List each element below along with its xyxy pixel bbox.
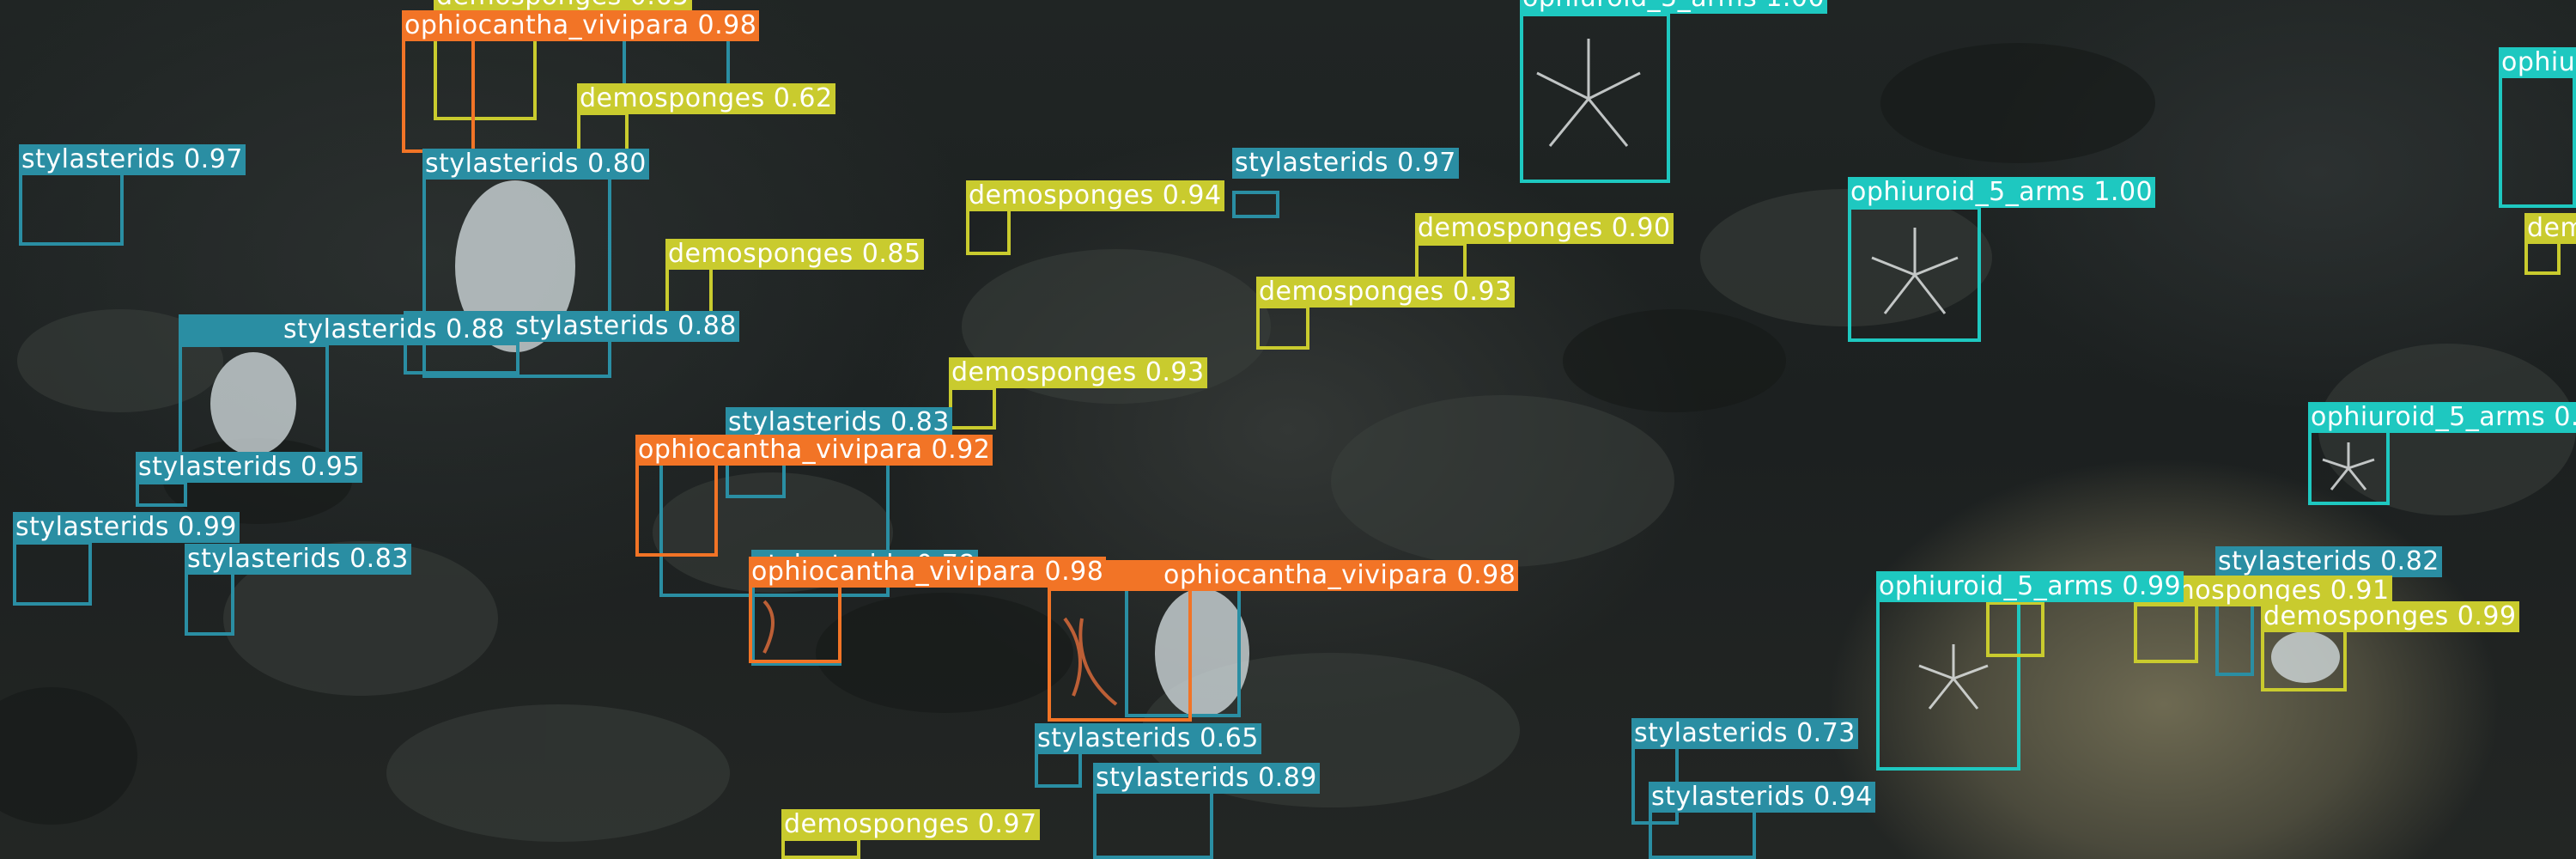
- detection-label: stylasterids 0.83: [726, 407, 952, 438]
- detection-box: [1232, 191, 1279, 218]
- detection-label: stylasterids 0.65: [1035, 723, 1261, 754]
- detection-box: [1256, 305, 1309, 350]
- detection-box: [1093, 789, 1213, 859]
- detection-box: [1520, 13, 1670, 183]
- detection-box: [19, 172, 124, 246]
- detection-label: ophiuroid_5_arms 0.99: [1876, 571, 2184, 602]
- detection-label: stylasterids 0.80: [422, 149, 649, 180]
- detection-box: [2308, 430, 2390, 505]
- detection-box: [179, 344, 329, 468]
- detection-label: demosponges 0.94: [966, 180, 1224, 211]
- detection-label: ophiocantha_vivipara 0.98: [1048, 560, 1519, 591]
- detection-label: demosponges 0.85: [665, 239, 924, 270]
- detection-label: demosponges 0.65: [434, 0, 692, 12]
- detection-label: stylasterids 0.97: [19, 144, 246, 175]
- detection-label: demosponges 0.99: [2261, 601, 2519, 632]
- detection-label: ophiuroid_5_arms 0.99: [2499, 47, 2576, 78]
- detection-label: demosponges 0.93: [1256, 277, 1515, 308]
- detection-box: [749, 584, 841, 663]
- detection-label: demosponges 0.90: [1415, 213, 1674, 244]
- detection-box: [13, 541, 92, 606]
- detection-box: [2499, 73, 2576, 208]
- detection-box: [1649, 807, 1756, 859]
- detection-label: ophiocantha_vivipara 0.98: [402, 10, 760, 41]
- detection-box: [966, 208, 1011, 255]
- detection-box: [185, 571, 234, 636]
- detection-label: ophiuroid_5_arms 1.00: [1848, 177, 2156, 208]
- detection-label: stylasterids 0.99: [13, 512, 240, 543]
- detection-box: [1035, 749, 1082, 788]
- detection-label: stylasterids 0.73: [1631, 718, 1858, 749]
- detection-label: stylasterids 0.83: [185, 544, 411, 575]
- detection-box: [2261, 627, 2347, 691]
- detection-label: ophiocantha_vivipara 0.92: [635, 435, 993, 466]
- detection-label: ophiocantha_vivipara 0.98: [749, 557, 1107, 588]
- detection-label: ophiuroid_5_arms 0.99: [2308, 402, 2576, 433]
- detection-label: stylasterids 0.88: [179, 314, 507, 345]
- detection-box: [781, 838, 860, 859]
- detection-box: [2524, 241, 2561, 275]
- detection-box: [1986, 601, 2044, 657]
- detection-box: [1048, 584, 1192, 722]
- detection-label: demosponges 0.96: [2524, 213, 2576, 244]
- detection-label: stylasterids 0.95: [136, 452, 362, 483]
- detection-box: [665, 266, 713, 318]
- detection-label: demosponges 0.97: [781, 809, 1040, 840]
- detection-label: stylasterids 0.97: [1232, 148, 1459, 179]
- detection-box: [404, 342, 519, 375]
- detection-box: [949, 387, 996, 430]
- detection-box: [1415, 242, 1467, 281]
- detection-box: [1848, 206, 1981, 342]
- detection-label: stylasterids 0.89: [1093, 763, 1320, 794]
- detection-box: [635, 462, 718, 557]
- detection-box: [402, 34, 475, 153]
- detection-label: ophiuroid_5_arms 1.00: [1520, 0, 1828, 14]
- detection-label: stylasterids 0.94: [1649, 782, 1875, 813]
- detection-label: stylasterids 0.82: [2215, 546, 2442, 577]
- detection-box: [2134, 601, 2198, 663]
- detection-label: demosponges 0.62: [577, 83, 835, 114]
- detection-label: demosponges 0.93: [949, 357, 1207, 388]
- detection-box: [136, 481, 187, 507]
